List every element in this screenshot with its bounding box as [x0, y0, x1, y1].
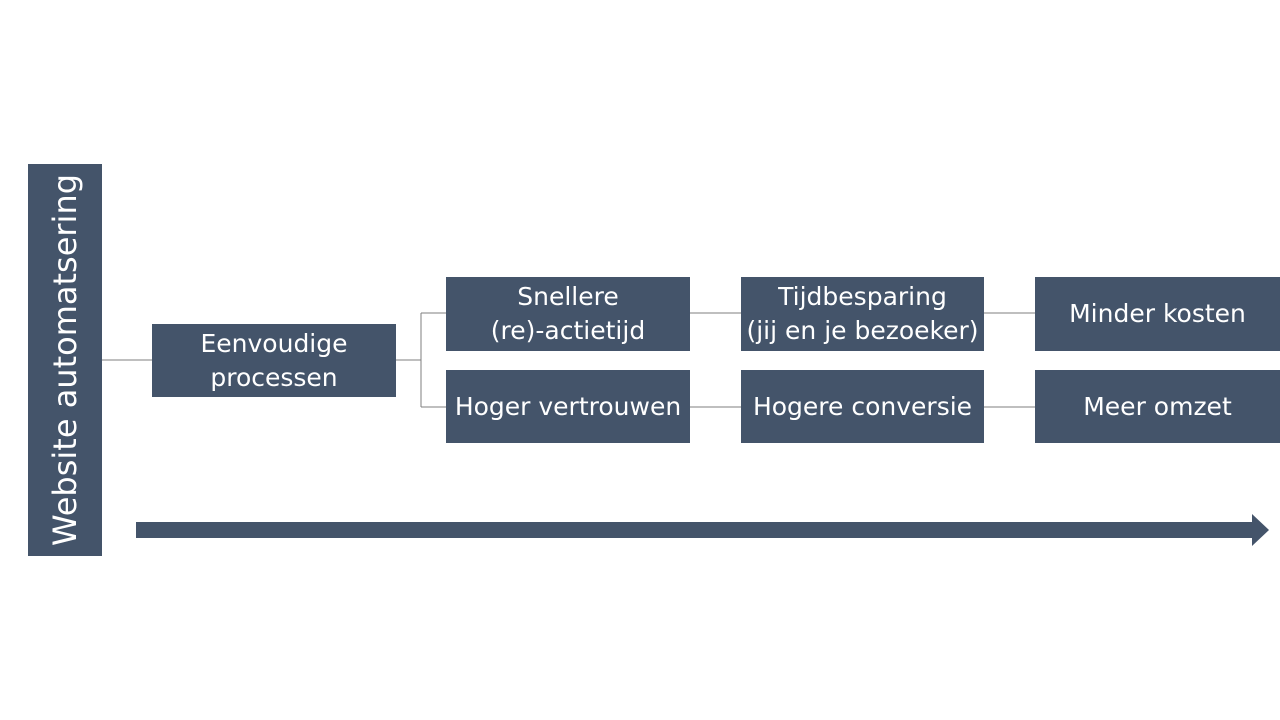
node-eenvoudige-processen: Eenvoudige processen	[152, 324, 396, 397]
root-node-label: Website automatsering	[46, 173, 84, 547]
root-node: Website automatsering	[28, 164, 102, 556]
node-minder-kosten: Minder kosten	[1035, 277, 1280, 351]
node-hoger-vertrouwen-label: Hoger vertrouwen	[454, 391, 682, 421]
node-hogere-conversie-label: Hogere conversie	[752, 391, 973, 421]
node-hogere-conversie: Hogere conversie	[741, 370, 984, 443]
node-snellere-reactietijd-label: Snellere (re)-actietijd	[490, 282, 646, 345]
node-hoger-vertrouwen: Hoger vertrouwen	[446, 370, 690, 443]
node-meer-omzet-label: Meer omzet	[1083, 391, 1232, 421]
node-eenvoudige-processen-label: Eenvoudige processen	[200, 328, 348, 392]
node-tijdbesparing-label: Tijdbesparing (jij en je bezoeker)	[746, 282, 979, 345]
node-minder-kosten-label: Minder kosten	[1069, 299, 1246, 328]
node-meer-omzet: Meer omzet	[1035, 370, 1280, 443]
node-snellere-reactietijd: Snellere (re)-actietijd	[446, 277, 690, 351]
node-tijdbesparing: Tijdbesparing (jij en je bezoeker)	[741, 277, 984, 351]
progress-arrow	[136, 514, 1269, 546]
